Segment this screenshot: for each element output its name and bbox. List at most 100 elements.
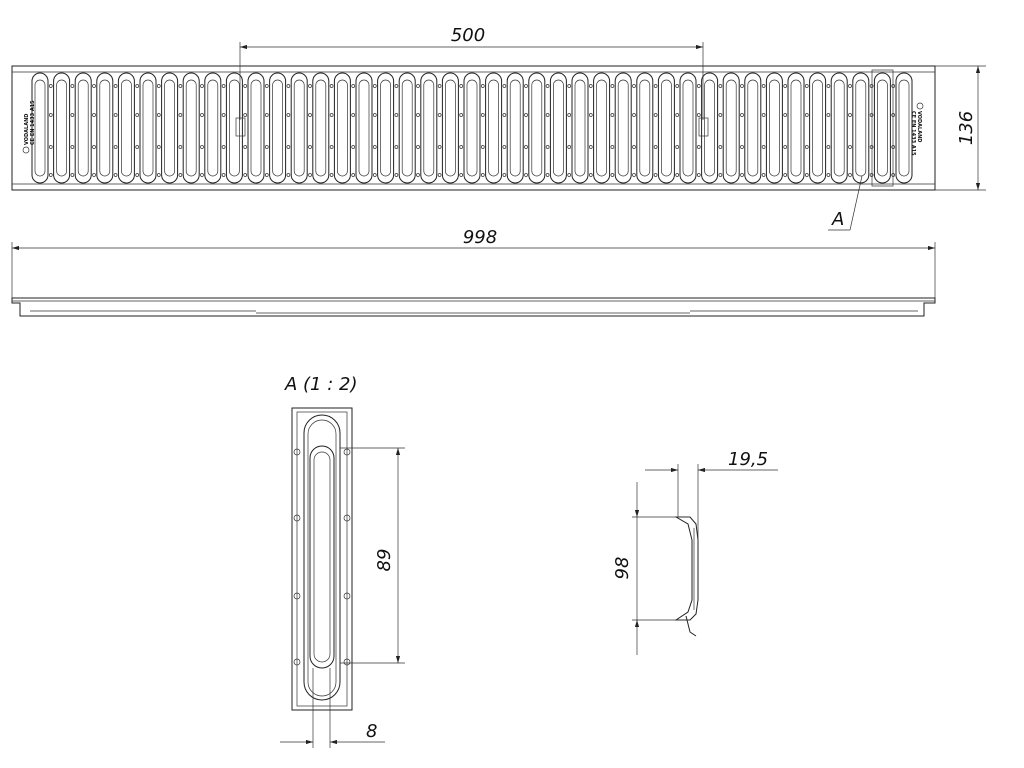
grate-dot	[48, 84, 53, 88]
slot	[398, 72, 416, 184]
grate-dot	[437, 145, 442, 149]
slot	[269, 72, 287, 184]
slot	[593, 72, 611, 184]
grate-dot	[567, 84, 572, 88]
grate-dot	[416, 84, 420, 88]
slot	[420, 72, 438, 184]
grate-dot	[416, 113, 420, 117]
grate-dot	[783, 145, 788, 149]
slot-inner	[293, 79, 305, 177]
slot	[787, 72, 805, 184]
grate-dot	[70, 113, 75, 117]
grate-dot	[459, 84, 464, 88]
grate-dot	[372, 84, 377, 88]
dimension-998: 998	[11, 227, 936, 298]
grate-dot	[437, 173, 442, 177]
slot-inner	[574, 79, 586, 177]
grate-dot	[156, 145, 161, 149]
grate-dot	[156, 173, 161, 177]
slot	[485, 72, 503, 184]
slot	[765, 72, 783, 184]
grate-dot	[588, 84, 593, 88]
grate-dot	[416, 145, 420, 149]
grate-dot	[567, 145, 572, 149]
grate-dot	[761, 173, 766, 177]
slot-inner	[769, 79, 780, 177]
slot	[506, 72, 524, 184]
logo-right: VODALAND CE EN 1433 A15	[910, 102, 924, 156]
grate-dot	[243, 84, 248, 88]
grate-dot	[848, 84, 852, 88]
grate-dot	[804, 84, 809, 88]
slot	[809, 72, 827, 184]
grate-dot	[804, 113, 809, 117]
svg-text:VODALAND: VODALAND	[916, 111, 922, 142]
fastener-right	[698, 117, 709, 137]
grate-dot	[243, 145, 248, 149]
slot-inner	[725, 79, 737, 177]
grate-dot	[264, 145, 269, 149]
grate-dot	[502, 113, 507, 117]
grate-dot	[178, 113, 183, 117]
grate-dot	[545, 84, 550, 88]
grate-dot	[869, 84, 874, 88]
grate-dot	[92, 145, 96, 149]
grate-dot	[351, 173, 356, 177]
grate-dot	[675, 84, 680, 88]
grate-dot	[632, 84, 636, 88]
grate-dot	[329, 145, 334, 149]
slot	[139, 72, 157, 184]
svg-text:CE EN 1433 A15: CE EN 1433 A15	[30, 100, 36, 145]
slot-inner	[142, 79, 154, 177]
dimension-8-label: 8	[366, 721, 377, 742]
slot	[852, 72, 870, 184]
slot-inner	[812, 79, 823, 177]
slot	[895, 72, 913, 184]
grate-dot	[308, 113, 312, 117]
grate-dot	[804, 145, 809, 149]
fastener-left	[235, 117, 246, 137]
grate-dot	[200, 145, 204, 149]
grate-dot	[178, 173, 183, 177]
grate-dot	[740, 113, 744, 117]
slot-inner	[639, 79, 651, 177]
slot-inner	[531, 79, 543, 177]
slot	[290, 72, 308, 184]
slot	[31, 72, 49, 184]
grate-dot	[372, 113, 377, 117]
grate-dot	[200, 84, 204, 88]
grate-dot	[783, 113, 788, 117]
grate-dot	[480, 173, 485, 177]
grate-dot	[459, 113, 464, 117]
grate-dot	[632, 145, 636, 149]
grate-dot	[502, 84, 507, 88]
grate-dot	[653, 145, 658, 149]
slot-inner	[337, 79, 348, 177]
grate-dot	[567, 113, 572, 117]
grate-dot	[200, 113, 204, 117]
detail-a-title: A (1 : 2)	[284, 374, 358, 395]
grate-dot	[394, 145, 399, 149]
slot-inner	[185, 79, 197, 177]
slot-inner	[790, 79, 802, 177]
grate-dot	[113, 145, 118, 149]
grate-dot	[740, 84, 744, 88]
grate-dot	[394, 173, 399, 177]
slot-inner	[466, 79, 478, 177]
grate-dot	[869, 145, 874, 149]
slot-inner	[358, 79, 370, 177]
slot	[355, 72, 373, 184]
slot-inner	[445, 79, 456, 177]
grate-dot	[221, 113, 226, 117]
grate-dot	[848, 113, 852, 117]
slot	[744, 72, 762, 184]
grate-dot	[588, 173, 593, 177]
grate-dot	[502, 145, 507, 149]
slot	[53, 72, 71, 184]
grate-dot	[135, 173, 140, 177]
slot-inner	[704, 79, 715, 177]
grate-dot	[243, 173, 248, 177]
svg-text:CE EN 1433 A15: CE EN 1433 A15	[910, 111, 916, 156]
grate-dot	[264, 173, 269, 177]
